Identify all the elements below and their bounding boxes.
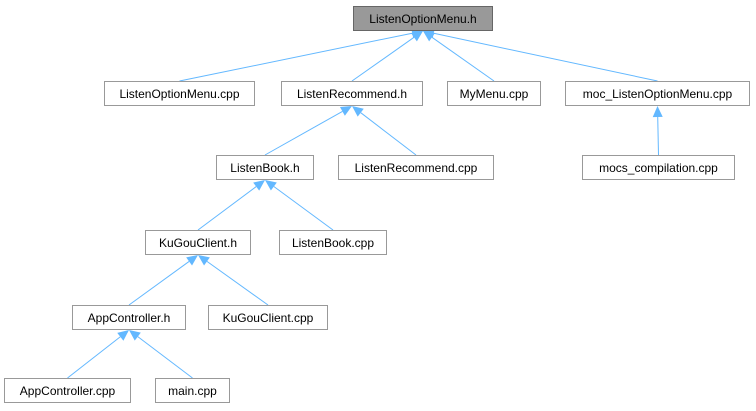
- edge-arrowhead-icon: [253, 180, 265, 191]
- node-mymenu-cpp[interactable]: MyMenu.cpp: [447, 81, 541, 106]
- edge-line: [137, 336, 193, 379]
- edge-n7-to-n4: [652, 106, 663, 156]
- edge-arrowhead-icon: [352, 106, 364, 117]
- edge-line: [197, 186, 257, 231]
- edge-line: [273, 186, 334, 231]
- node-listenbook-cpp[interactable]: ListenBook.cpp: [279, 230, 387, 255]
- edge-line: [431, 36, 495, 82]
- edge-arrowhead-icon: [186, 255, 198, 266]
- edge-arrowhead-icon: [198, 255, 210, 266]
- node-listenrecommend-cpp[interactable]: ListenRecommend.cpp: [338, 155, 494, 180]
- edge-line: [360, 112, 417, 156]
- edge-n2-to-n0: [351, 31, 423, 82]
- node-kugouclient-h[interactable]: KuGouClient.h: [145, 230, 251, 255]
- edge-n11-to-n8: [198, 255, 269, 306]
- edge-line: [179, 32, 413, 82]
- edge-line: [657, 116, 659, 156]
- node-listenrecommend-h[interactable]: ListenRecommend.h: [281, 81, 423, 106]
- edge-n1-to-n0: [179, 28, 423, 82]
- edge-n9-to-n5: [265, 180, 334, 231]
- edge-n5-to-n2: [264, 106, 352, 156]
- node-listenoptionmenu-cpp[interactable]: ListenOptionMenu.cpp: [104, 81, 255, 106]
- edge-n12-to-n10: [67, 330, 129, 379]
- edge-arrowhead-icon: [411, 31, 423, 42]
- edge-line: [433, 32, 658, 82]
- edge-n8-to-n5: [197, 180, 265, 231]
- edge-arrowhead-icon: [652, 106, 663, 118]
- node-appcontroller-cpp[interactable]: AppController.cpp: [4, 378, 131, 403]
- node-listenbook-h[interactable]: ListenBook.h: [216, 155, 314, 180]
- edge-n4-to-n0: [423, 28, 658, 82]
- edge-line: [351, 36, 415, 82]
- edge-arrowhead-icon: [265, 180, 277, 191]
- edge-line: [67, 336, 121, 379]
- edge-line: [264, 110, 343, 156]
- node-mocs-compilation-cpp[interactable]: mocs_compilation.cpp: [582, 155, 735, 180]
- edge-n6-to-n2: [352, 106, 417, 156]
- edge-arrowhead-icon: [339, 106, 352, 116]
- edge-n10-to-n8: [128, 255, 198, 306]
- edge-line: [206, 260, 269, 306]
- edge-arrowhead-icon: [117, 330, 129, 341]
- node-moc-listenoptionmenu-cpp[interactable]: moc_ListenOptionMenu.cpp: [565, 81, 750, 106]
- edge-n13-to-n10: [129, 330, 193, 379]
- edge-arrowhead-icon: [129, 330, 141, 341]
- node-listenoptionmenu-h: ListenOptionMenu.h: [353, 6, 493, 31]
- node-appcontroller-h[interactable]: AppController.h: [72, 305, 186, 330]
- node-kugouclient-cpp[interactable]: KuGouClient.cpp: [208, 305, 328, 330]
- node-main-cpp[interactable]: main.cpp: [155, 378, 230, 403]
- edge-line: [128, 261, 190, 306]
